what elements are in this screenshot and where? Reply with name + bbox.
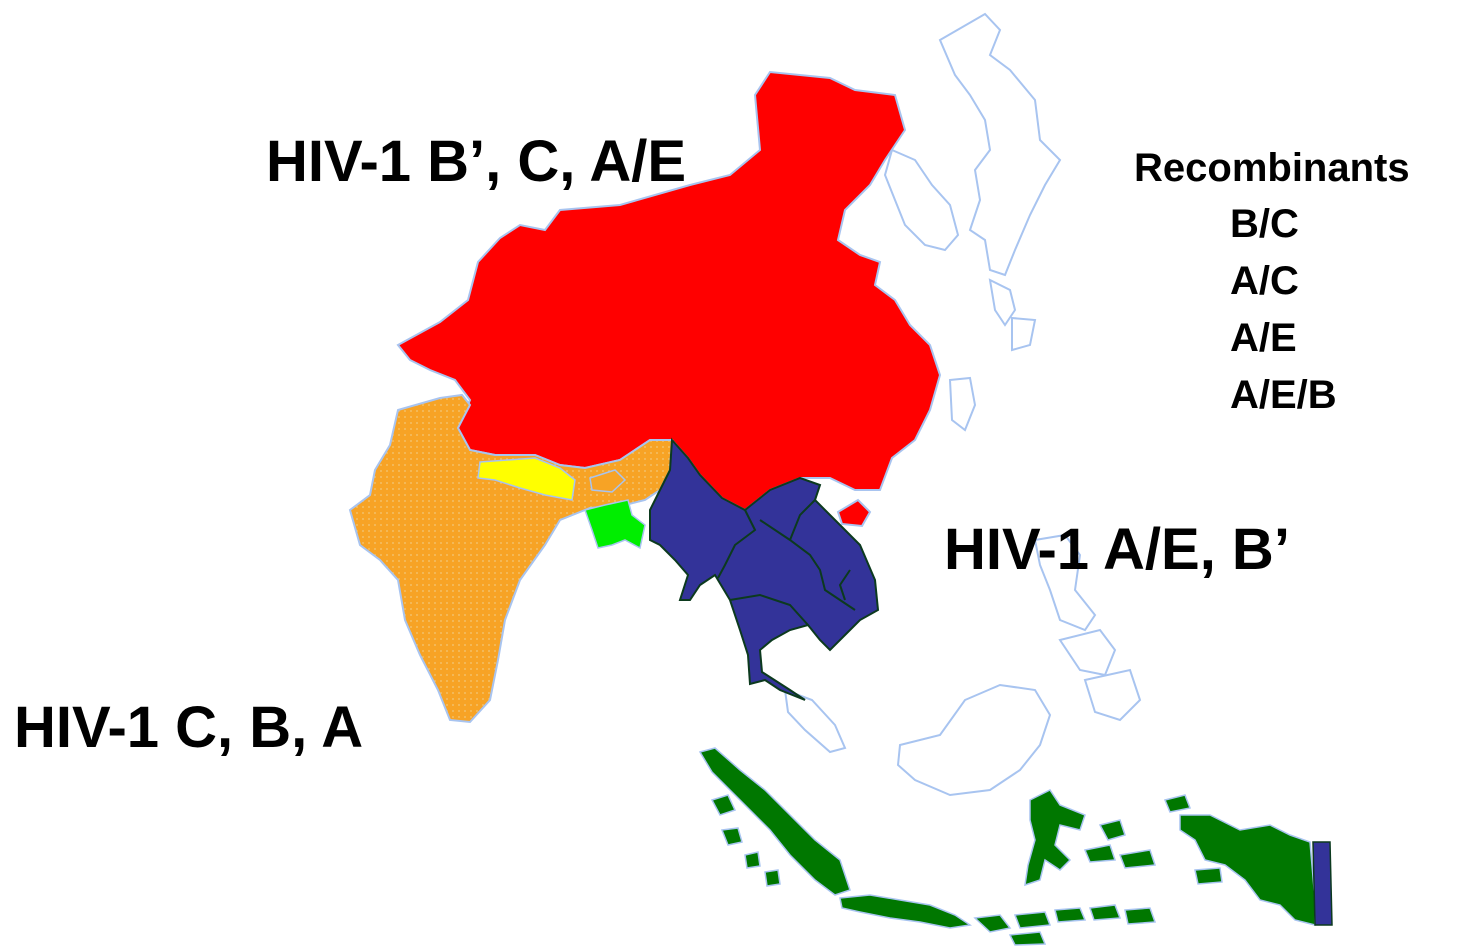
sumatra-isle-1 [710,794,737,816]
malaya-outline [783,688,847,754]
recombinants-title: Recombinants [1134,146,1410,190]
recombinant-item: A/E/B [1230,373,1337,417]
maluku-3 [1118,849,1157,869]
philippines-visayas-outline [1058,628,1117,677]
japan-south-outline [988,278,1017,327]
nepal-region [477,457,576,501]
mainland-internal-borders [717,499,856,626]
japan-outline [938,12,1062,277]
maluku-5 [1194,867,1223,885]
maluku-2 [1083,844,1117,863]
lesser-sunda-1 [1013,911,1052,929]
bali-lombok [973,914,1012,933]
java [839,894,973,929]
recombinant-item: A/C [1230,259,1299,303]
bangladesh-region [584,499,646,550]
lesser-sunda-2 [1054,907,1087,923]
indonesia-region [698,747,1316,946]
mainland-southeast-asia-region [649,437,880,701]
lesser-sunda-5 [1008,931,1047,946]
philippines-mindanao-outline [1083,668,1142,722]
sulawesi [1024,789,1086,887]
maluku-4 [1163,794,1192,813]
china-subtype-label: HIV-1 B’, C, A/E [266,129,687,194]
bhutan-region [589,469,627,493]
okinawa-outline [1011,316,1037,352]
recombinant-item: A/E [1230,316,1297,360]
recombinant-item: B/C [1230,202,1299,246]
india-subtype-label: HIV-1 C, B, A [14,695,364,760]
southeast-asia-subtype-label: HIV-1 A/E, B’ [944,517,1290,582]
sumatra [698,747,851,896]
korea-outline [883,148,960,252]
lesser-sunda-3 [1088,904,1122,921]
borneo-outline [896,683,1052,797]
sumatra-isle-2 [720,827,743,846]
sumatra-isle-4 [764,869,781,887]
taiwan-outline [948,376,977,432]
lesser-sunda-4 [1124,907,1157,925]
recombinants-list: B/C A/C A/E A/E/B [1230,196,1337,424]
philippines-luzon-outline [1033,533,1097,632]
maluku-1 [1098,819,1126,841]
papua-new-guinea-strip [1312,841,1333,926]
hainan-region [836,498,872,528]
new-guinea-west [1179,814,1316,926]
sumatra-isle-3 [744,851,761,869]
unshaded-countries [783,12,1142,797]
